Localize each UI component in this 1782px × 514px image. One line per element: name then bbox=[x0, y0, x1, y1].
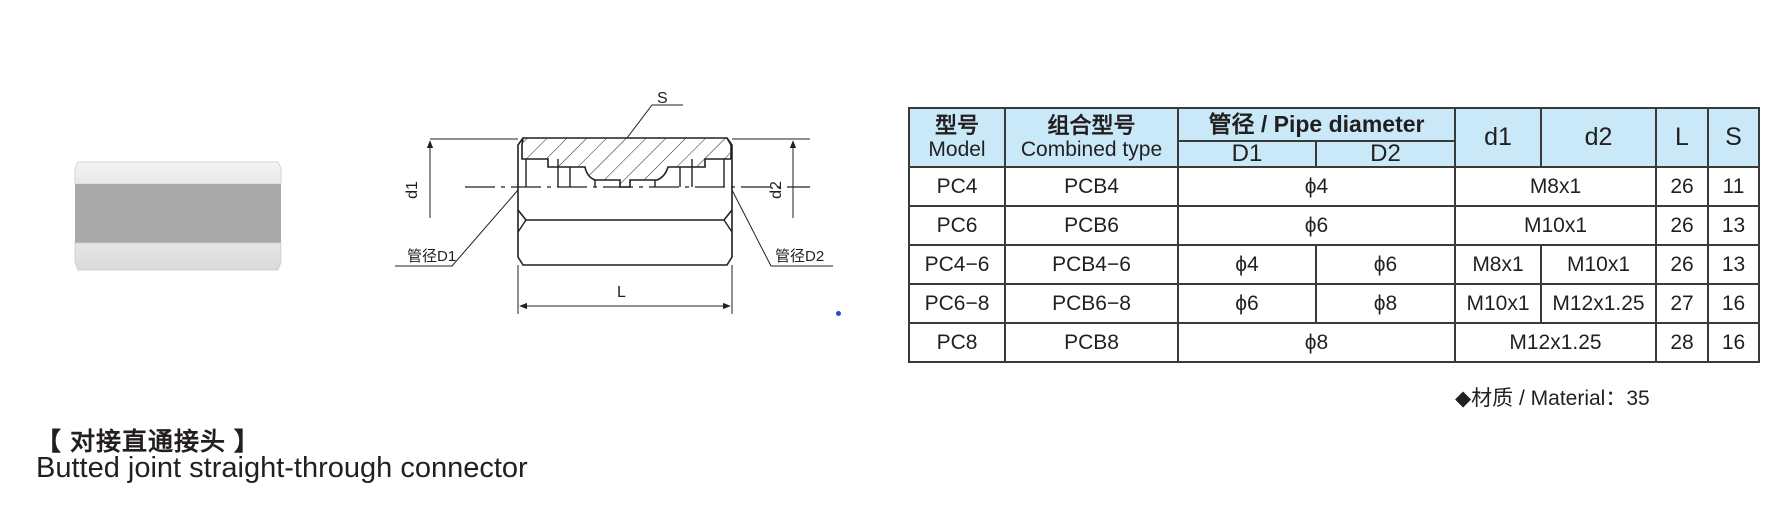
header-d2: d2 bbox=[1540, 107, 1657, 168]
cell-D1: ϕ4 bbox=[1177, 244, 1317, 285]
cell-model: PC6−8 bbox=[908, 283, 1006, 324]
table-row: PC4 PCB4 ϕ4 M8x1 26 11 bbox=[908, 166, 1760, 207]
cell-d1: M10x1 bbox=[1454, 283, 1542, 324]
header-combined: 组合型号 Combined type bbox=[1004, 107, 1179, 168]
cell-d2: M12x1.25 bbox=[1540, 283, 1657, 324]
cell-thread: M10x1 bbox=[1454, 205, 1657, 246]
table-row: PC6 PCB6 ϕ6 M10x1 26 13 bbox=[908, 205, 1760, 246]
cell-combined: PCB4−6 bbox=[1004, 244, 1179, 285]
cell-l: 28 bbox=[1655, 322, 1709, 363]
s-label: S bbox=[657, 92, 668, 107]
cell-thread: M8x1 bbox=[1454, 166, 1657, 207]
cell-combined: PCB4 bbox=[1004, 166, 1179, 207]
cell-model: PC8 bbox=[908, 322, 1006, 363]
cell-s: 11 bbox=[1707, 166, 1760, 207]
cell-s: 13 bbox=[1707, 244, 1760, 285]
cell-combined: PCB6 bbox=[1004, 205, 1179, 246]
cell-s: 16 bbox=[1707, 283, 1760, 324]
pipe-d1-label: 管径D1 bbox=[407, 248, 456, 265]
technical-drawing: d1 d2 S 管径D1 管径D2 L bbox=[395, 92, 833, 314]
material-note: ◆材质 / Material：35 bbox=[1455, 387, 1650, 410]
hex-middle-face bbox=[75, 184, 281, 243]
l-label: L bbox=[617, 284, 626, 301]
table-row: PC4−6 PCB4−6 ϕ4 ϕ6 M8x1 M10x1 26 13 bbox=[908, 244, 1760, 285]
cell-l: 27 bbox=[1655, 283, 1709, 324]
section-hatch bbox=[521, 137, 732, 188]
pipe-d2-label: 管径D2 bbox=[775, 248, 824, 265]
cell-pipe: ϕ8 bbox=[1177, 322, 1456, 363]
cell-l: 26 bbox=[1655, 166, 1709, 207]
table-row: PC6−8 PCB6−8 ϕ6 ϕ8 M10x1 M12x1.25 27 16 bbox=[908, 283, 1760, 324]
hex-edge-lower bbox=[517, 219, 733, 233]
header-row-2: D1 D2 bbox=[909, 140, 1759, 168]
cell-model: PC4 bbox=[908, 166, 1006, 207]
header-D1: D1 bbox=[1177, 140, 1317, 168]
body-outline bbox=[517, 137, 733, 266]
table-row: PC8 PCB8 ϕ8 M12x1.25 28 16 bbox=[908, 322, 1760, 363]
header-d1: d1 bbox=[1454, 107, 1542, 168]
header-l: L bbox=[1655, 107, 1709, 168]
cell-l: 26 bbox=[1655, 205, 1709, 246]
cell-combined: PCB6−8 bbox=[1004, 283, 1179, 324]
title-chinese: 【 对接直通接头 】 bbox=[36, 428, 260, 456]
cell-model: PC4−6 bbox=[908, 244, 1006, 285]
d1-pipe-leader bbox=[395, 189, 519, 267]
product-photo bbox=[74, 161, 282, 271]
header-row-1: 型号 Model 组合型号 Combined type 管径 / Pipe di… bbox=[908, 107, 1760, 168]
cell-s: 16 bbox=[1707, 322, 1760, 363]
d1-label: d1 bbox=[404, 181, 421, 199]
cell-d2: M10x1 bbox=[1540, 244, 1657, 285]
cell-model: PC6 bbox=[908, 205, 1006, 246]
header-s: S bbox=[1707, 107, 1760, 168]
cell-s: 13 bbox=[1707, 205, 1760, 246]
hex-bottom-face bbox=[74, 242, 282, 271]
cell-d1: M8x1 bbox=[1454, 244, 1542, 285]
bore-lines bbox=[525, 159, 725, 187]
d2-label: d2 bbox=[768, 181, 785, 199]
header-D2: D2 bbox=[1315, 140, 1456, 168]
d2-pipe-leader bbox=[731, 189, 833, 267]
cell-D1: ϕ6 bbox=[1177, 283, 1317, 324]
s-leader bbox=[626, 104, 683, 139]
hex-edge-upper bbox=[517, 209, 733, 221]
header-pipe-diameter: 管径 / Pipe diameter bbox=[1177, 107, 1456, 142]
spec-table: 型号 Model 组合型号 Combined type 管径 / Pipe di… bbox=[908, 107, 1760, 363]
cell-D2: ϕ8 bbox=[1315, 283, 1456, 324]
cell-combined: PCB8 bbox=[1004, 322, 1179, 363]
blue-dot bbox=[836, 311, 841, 316]
cell-l: 26 bbox=[1655, 244, 1709, 285]
hex-top-face bbox=[74, 161, 282, 185]
header-model: 型号 Model bbox=[908, 107, 1006, 168]
title-english: Butted joint straight-through connector bbox=[36, 452, 528, 484]
cell-D2: ϕ6 bbox=[1315, 244, 1456, 285]
cell-thread: M12x1.25 bbox=[1454, 322, 1657, 363]
cell-pipe: ϕ6 bbox=[1177, 205, 1456, 246]
cell-pipe: ϕ4 bbox=[1177, 166, 1456, 207]
